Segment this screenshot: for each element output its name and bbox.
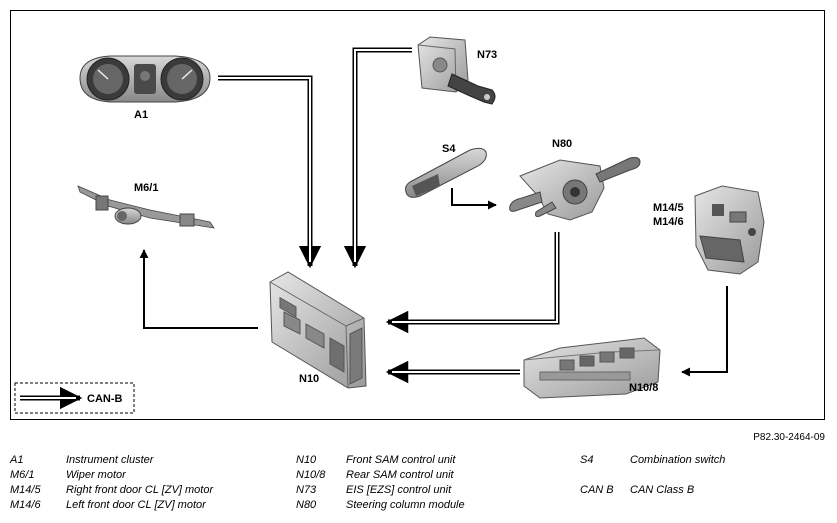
figure-reference: P82.30-2464-09 <box>753 432 825 443</box>
legend-code: S4 <box>580 454 594 466</box>
legend-row: M14/6 Left front door CL [ZV] motor <box>10 499 290 514</box>
legend-text: Combination switch <box>630 454 726 466</box>
legend-code: M6/1 <box>10 469 35 481</box>
legend-code: N10/8 <box>296 469 326 481</box>
legend-text: EIS [EZS] control unit <box>346 484 452 496</box>
wiper-motor-icon <box>77 185 215 229</box>
label-m6-1: M6/1 <box>134 182 158 194</box>
can-connections <box>218 47 560 384</box>
label-s4: S4 <box>442 143 456 155</box>
arrow-n80-to-n10 <box>385 232 560 334</box>
label-m14-5: M14/5 <box>653 202 684 214</box>
legend-text: Rear SAM control unit <box>346 469 454 481</box>
rear-sam-control-unit-icon <box>523 337 661 399</box>
label-n10: N10 <box>299 373 319 385</box>
instrument-cluster-icon <box>79 55 211 103</box>
legend-row: N10/8 Rear SAM control unit <box>296 469 576 484</box>
legend-code: N10 <box>296 454 317 466</box>
arrow-n10-to-m6-1 <box>139 249 258 329</box>
legend-row: N73 EIS [EZS] control unit <box>296 484 576 499</box>
steering-column-module-icon <box>509 157 641 221</box>
legend-row: M6/1 Wiper motor <box>10 469 290 484</box>
label-a1: A1 <box>134 109 148 121</box>
legend-row: A1 Instrument cluster <box>10 454 290 469</box>
legend-text: Steering column module <box>346 499 465 511</box>
can-legend-box: CAN-B <box>14 382 135 414</box>
eis-control-unit-icon <box>417 36 496 105</box>
label-n80: N80 <box>552 138 572 150</box>
can-legend-label: CAN-B <box>87 393 122 405</box>
label-n10-8: N10/8 <box>629 382 658 394</box>
label-n73: N73 <box>477 49 497 61</box>
legend-row: CAN B CAN Class B <box>580 484 820 499</box>
legend-row: N10 Front SAM control unit <box>296 454 576 469</box>
legend-text: CAN Class B <box>630 484 695 496</box>
legend-row: S4 Combination switch <box>580 454 820 469</box>
combination-switch-icon <box>405 147 487 198</box>
legend-text: Wiper motor <box>66 469 126 481</box>
direct-connections <box>139 188 728 377</box>
legend-code: CAN B <box>580 484 614 496</box>
legend-text: Front SAM control unit <box>346 454 456 466</box>
legend-text: Instrument cluster <box>66 454 154 466</box>
arrow-n73-to-n10 <box>343 47 412 269</box>
legend-row: N80 Steering column module <box>296 499 576 514</box>
arrow-a1-to-n10 <box>218 75 322 269</box>
legend-row: M14/5 Right front door CL [ZV] motor <box>10 484 290 499</box>
legend-code: M14/5 <box>10 484 41 496</box>
legend-text: Left front door CL [ZV] motor <box>66 499 206 511</box>
door-lock-motor-icon <box>694 185 765 275</box>
arrow-m14-to-n10-8 <box>681 286 728 377</box>
can-network-diagram: A1 N73 S4 N80 M6/1 M14/5 <box>14 36 765 414</box>
diagram-frame <box>10 10 825 420</box>
legend-code: M14/6 <box>10 499 41 511</box>
legend-code: A1 <box>10 454 24 466</box>
legend-code: N73 <box>296 484 317 496</box>
legend-code: N80 <box>296 499 317 511</box>
arrow-s4-to-n80 <box>451 188 497 210</box>
legend-text: Right front door CL [ZV] motor <box>66 484 214 496</box>
label-m14-6: M14/6 <box>653 216 684 228</box>
front-sam-control-unit-icon <box>269 271 367 389</box>
